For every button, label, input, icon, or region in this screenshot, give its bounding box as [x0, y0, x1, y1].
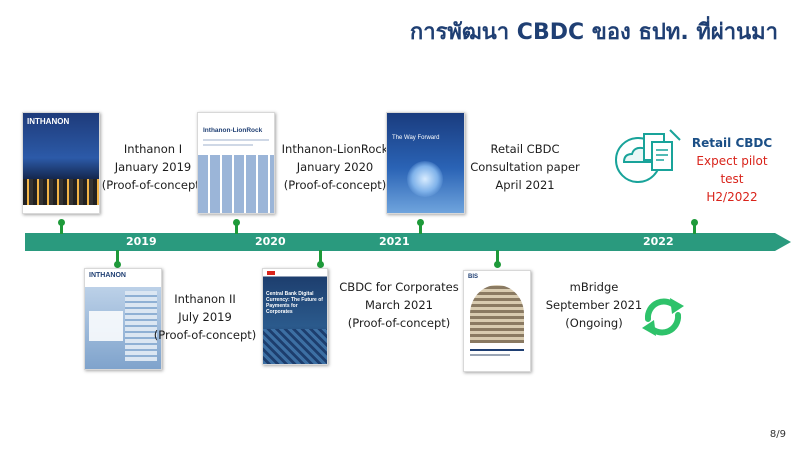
- cover-mbridge: BIS: [463, 270, 531, 372]
- cover-title: INTHANON: [27, 117, 70, 126]
- event-consultation: Retail CBDC Consultation paper April 202…: [466, 140, 584, 194]
- event-mbridge: mBridge September 2021 (Ongoing): [542, 278, 646, 332]
- cover-title: Central Bank Digital Currency: The Futur…: [266, 291, 323, 315]
- event-date: January 2020: [296, 160, 374, 174]
- event-name: Retail CBDC: [490, 142, 560, 156]
- event-date: July 2019: [178, 310, 232, 324]
- cover-logo: [267, 271, 275, 275]
- marker-stem: [116, 250, 119, 263]
- cover-inthanon2: INTHANON: [84, 268, 162, 370]
- year-label-2020: 2020: [255, 235, 286, 248]
- marker-stem: [60, 222, 63, 234]
- event-inthanon2: Inthanon II July 2019 (Proof-of-concept): [152, 290, 258, 344]
- marker-dot-lionrock: [233, 219, 240, 226]
- event-lionrock: Inthanon-LionRock January 2020 (Proof-of…: [276, 140, 394, 194]
- cover-title: The Way Forward: [392, 135, 440, 141]
- event-note: (Proof-of-concept): [101, 178, 205, 192]
- event-name: Retail CBDC: [691, 136, 773, 150]
- marker-dot-inthanon1: [58, 219, 65, 226]
- globe-image: [407, 161, 443, 197]
- marker-dot-inthanon2: [114, 261, 121, 268]
- cover-subtitle-line: [203, 144, 253, 146]
- year-label-2022: 2022: [643, 235, 674, 248]
- cover-consultation: The Way Forward: [386, 112, 465, 214]
- event-note: (Proof-of-concept): [347, 316, 451, 330]
- cover-text-line: [470, 354, 510, 356]
- cover-corporates: Central Bank Digital Currency: The Futur…: [262, 268, 328, 365]
- bridge-image: [198, 155, 274, 213]
- event-date: H2/2022: [706, 190, 758, 204]
- marker-stem: [693, 222, 696, 234]
- marker-dot-mbridge: [494, 261, 501, 268]
- tower-image: [470, 285, 524, 343]
- year-label-2019: 2019: [126, 235, 157, 248]
- page-number: 8/9: [769, 429, 786, 440]
- city-skyline-image: [23, 179, 99, 205]
- refresh-cycle-icon: [642, 298, 684, 336]
- event-date: September 2021: [545, 298, 643, 312]
- event-date: January 2019: [114, 160, 192, 174]
- event-name: CBDC for Corporates: [339, 280, 459, 294]
- event-inthanon1: Inthanon I January 2019 (Proof-of-concep…: [98, 140, 208, 194]
- event-name: mBridge: [569, 280, 619, 294]
- container-image: [263, 329, 327, 364]
- event-corporates: CBDC for Corporates March 2021 (Proof-of…: [336, 278, 462, 332]
- event-name: Inthanon II: [174, 292, 236, 306]
- event-line2: Consultation paper: [470, 160, 580, 174]
- marker-stem: [319, 250, 322, 263]
- event-date: April 2021: [495, 178, 555, 192]
- cover-title: INTHANON: [89, 272, 126, 279]
- event-retail-pilot: Retail CBDC Expect pilot test H2/2022: [684, 134, 780, 206]
- cover-title: Inthanon-LionRock: [203, 127, 263, 134]
- event-date: March 2021: [365, 298, 433, 312]
- building-image: [125, 291, 157, 361]
- marker-dot-retail-pilot: [691, 219, 698, 226]
- event-note: (Proof-of-concept): [283, 178, 387, 192]
- cover-subtitle-line: [203, 139, 269, 141]
- event-name: Inthanon-LionRock: [281, 142, 389, 156]
- marker-dot-corporates: [317, 261, 324, 268]
- timeline-arrow: [25, 233, 791, 251]
- marker-stem: [496, 250, 499, 263]
- event-name: Inthanon I: [123, 142, 183, 156]
- documents-cloud-icon: [615, 129, 681, 183]
- marker-stem: [419, 222, 422, 234]
- event-note: (Proof-of-concept): [153, 328, 257, 342]
- cover-text-line: [470, 349, 524, 351]
- year-label-2021: 2021: [379, 235, 410, 248]
- event-note: (Ongoing): [565, 316, 623, 330]
- cover-inthanon1: INTHANON: [22, 112, 100, 214]
- slide-title: การพัฒนา CBDC ของ ธปท. ที่ผ่านมา: [409, 20, 778, 45]
- cover-footer: [23, 205, 99, 213]
- cover-textbox: [89, 311, 123, 341]
- event-line2: Expect pilot test: [696, 154, 768, 186]
- marker-stem: [235, 222, 238, 234]
- cover-title: BIS: [468, 274, 479, 280]
- cover-lionrock: Inthanon-LionRock: [197, 112, 275, 214]
- marker-dot-consultation: [417, 219, 424, 226]
